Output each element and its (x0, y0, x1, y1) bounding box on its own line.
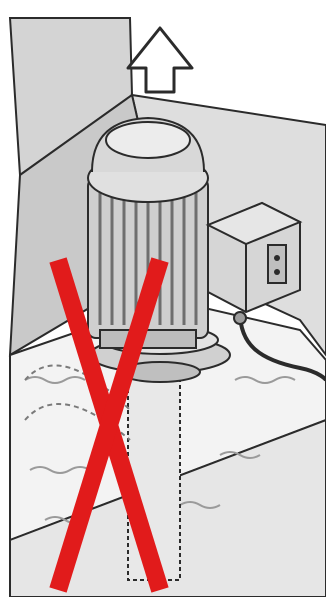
cable-gland (234, 312, 246, 324)
terminal-box (208, 203, 300, 312)
arrow-up-icon (128, 28, 192, 92)
